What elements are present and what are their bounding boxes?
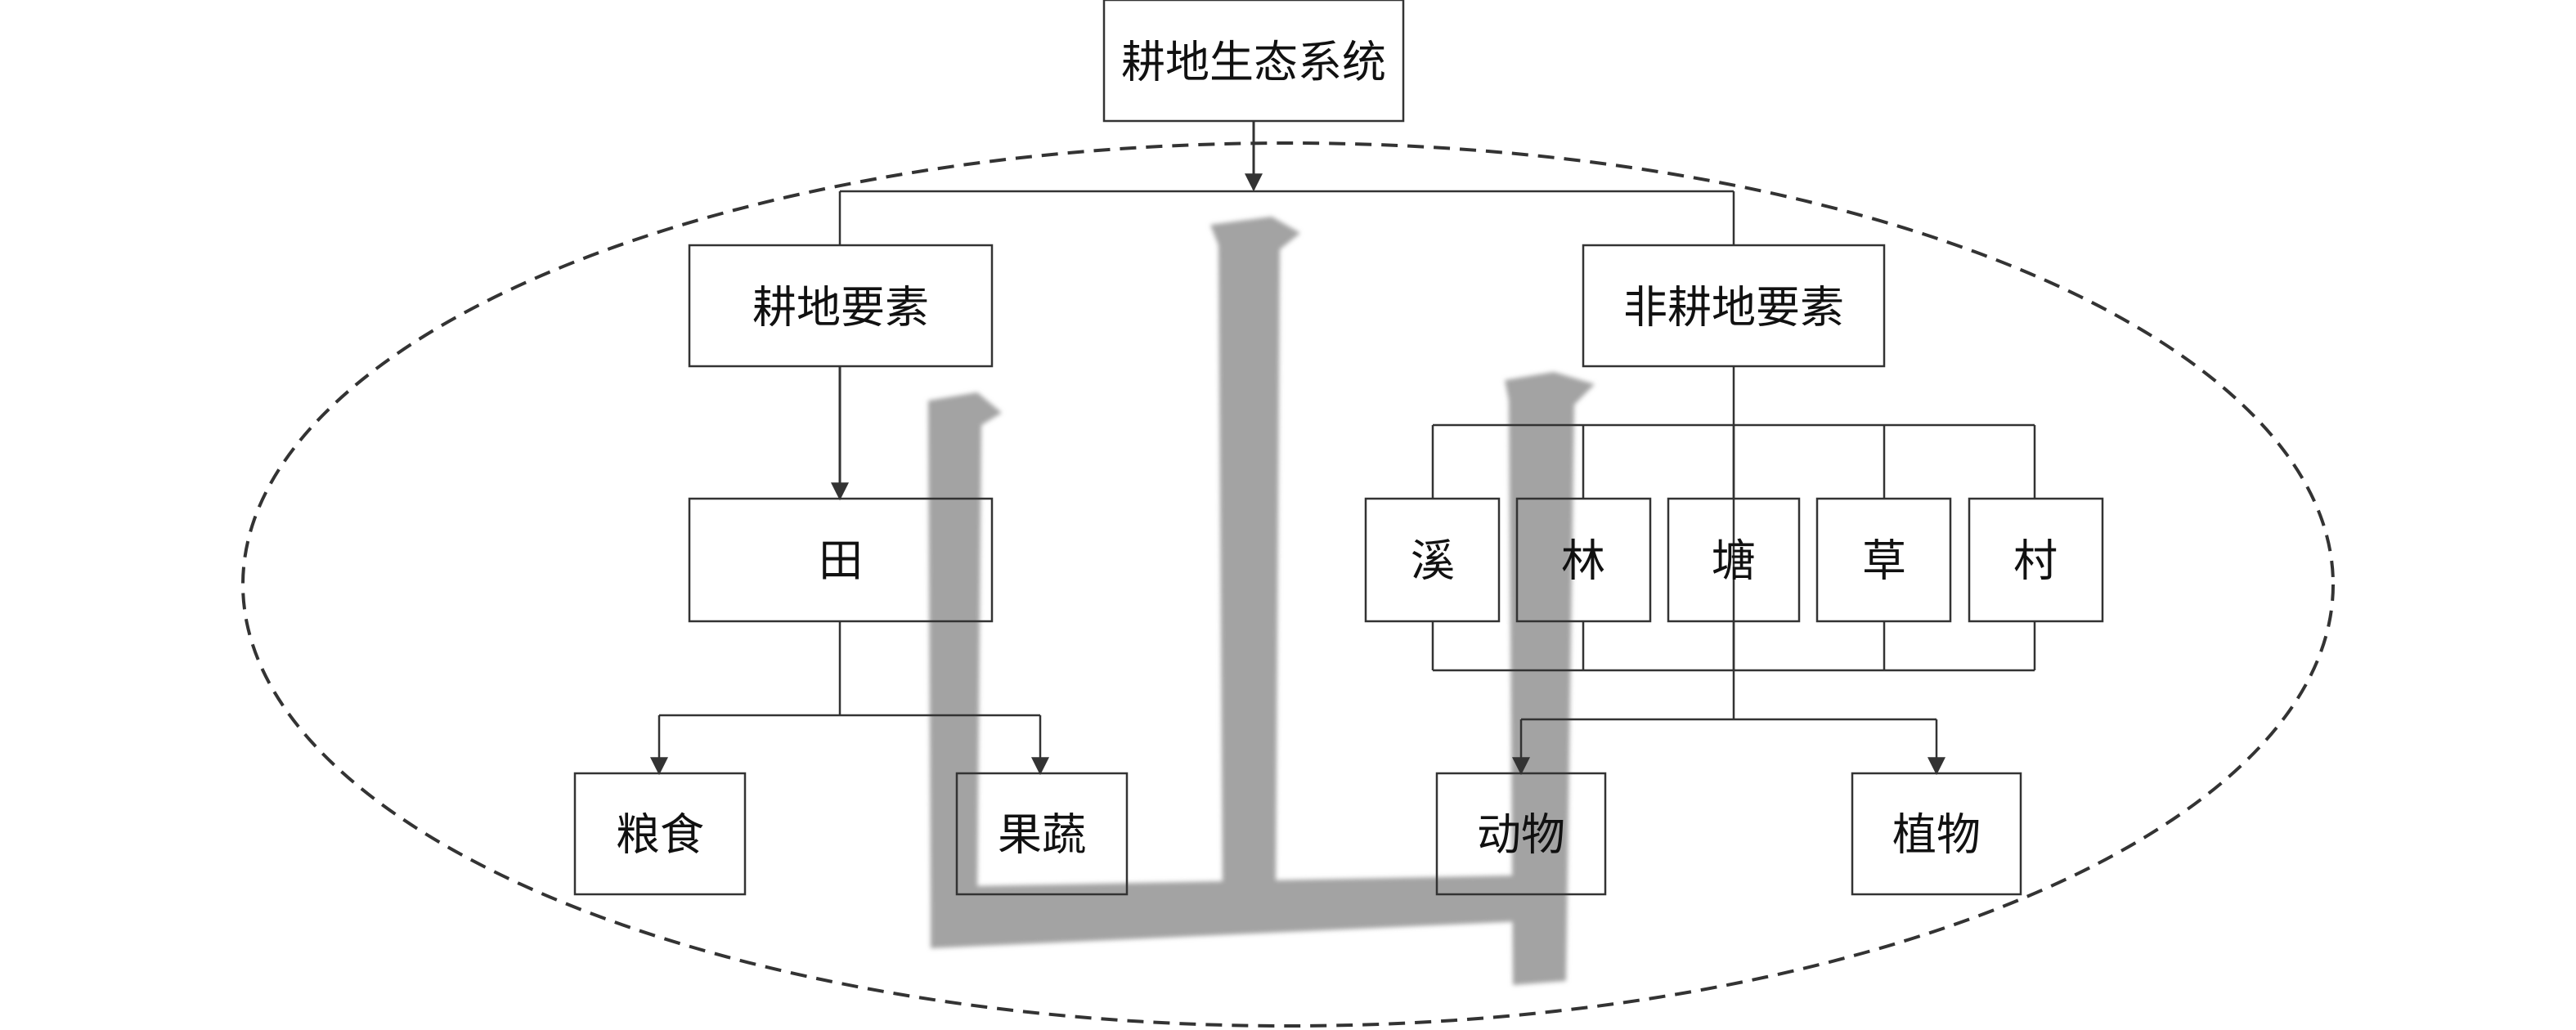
grain-box — [573, 772, 747, 896]
plants-box — [1851, 772, 2022, 896]
cultivated-label: 耕地要素 — [752, 282, 929, 334]
animals-box — [1435, 772, 1607, 896]
element-box-2 — [1515, 497, 1652, 623]
watermark-shan-glyph — [928, 217, 1595, 985]
non-cultivated-box — [1582, 244, 1886, 368]
fruit-veg-box — [955, 772, 1129, 896]
element-box-3 — [1667, 497, 1801, 623]
element-box-4 — [1815, 497, 1952, 623]
root-label: 耕地生态系统 — [1121, 37, 1386, 88]
boxes — [573, 0, 2104, 896]
connectors — [650, 121, 2036, 776]
element-label-3: 塘 — [1712, 535, 1756, 587]
element-box-1 — [1364, 497, 1501, 623]
element-box-5 — [1968, 497, 2104, 623]
root-box — [1102, 0, 1405, 123]
cultivated-box — [688, 244, 994, 368]
field-label: 田 — [819, 535, 863, 587]
grain-label: 粮食 — [616, 809, 704, 861]
element-label-2: 林 — [1561, 535, 1605, 587]
element-label-1: 溪 — [1411, 535, 1455, 587]
element-label-4: 草 — [1862, 535, 1906, 587]
plants-label: 植物 — [1892, 809, 1981, 861]
element-label-5: 村 — [2013, 535, 2058, 587]
fruit-veg-label: 果蔬 — [998, 809, 1086, 861]
field-box — [688, 497, 994, 623]
labels: 耕地生态系统 耕地要素 非耕地要素 田 溪 林 塘 草 村 粮食 果蔬 动物 植… — [616, 37, 2058, 861]
system-boundary-ellipse — [241, 141, 2335, 1028]
non-cultivated-label: 非耕地要素 — [1623, 282, 1844, 334]
animals-label: 动物 — [1477, 809, 1565, 861]
